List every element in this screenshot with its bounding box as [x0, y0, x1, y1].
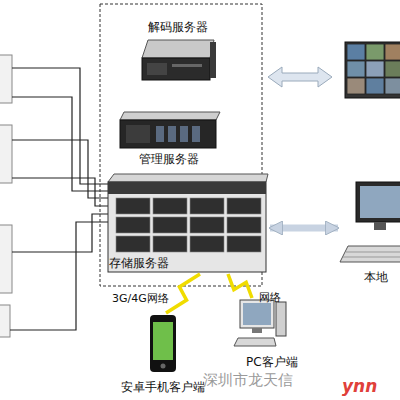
phone-symbol — [150, 315, 176, 372]
node-label: 安卓手机客户端 — [112, 380, 214, 394]
device-node: 解码服务器 — [140, 20, 216, 82]
video-wall-symbol — [345, 42, 400, 98]
watermark: 深圳市龙天信 — [203, 371, 293, 390]
wireless-link — [228, 274, 252, 298]
node-label: 管理服务器 — [118, 152, 220, 166]
computer-symbol — [340, 182, 400, 262]
storage-server-symbol — [108, 174, 268, 272]
device-node: PC客户端 — [228, 298, 308, 370]
node-label: PC客户端 — [246, 355, 308, 369]
watermark: ynn — [342, 376, 377, 396]
node-label: 本地 — [364, 270, 400, 284]
device-node: 安卓手机客户端 — [112, 313, 214, 397]
dashed-group-border — [100, 4, 262, 286]
double-arrow — [268, 67, 332, 87]
device-node: 管理服务器 — [118, 110, 220, 168]
node-label: 解码服务器 — [140, 20, 216, 34]
device-node: 本地 — [338, 178, 400, 284]
server-symbol — [120, 112, 220, 148]
double-arrow — [270, 225, 338, 232]
node-label: 存储服务器 — [109, 256, 179, 270]
server-symbol — [142, 40, 216, 80]
edge-label: 网络 — [259, 290, 281, 305]
camera-device — [0, 55, 12, 337]
edge-label: 3G/4G网络 — [112, 291, 169, 306]
wire — [10, 68, 108, 330]
pc-symbol — [234, 300, 286, 346]
wireless-link — [166, 274, 200, 313]
device-node: 存储服务器 — [106, 174, 270, 274]
